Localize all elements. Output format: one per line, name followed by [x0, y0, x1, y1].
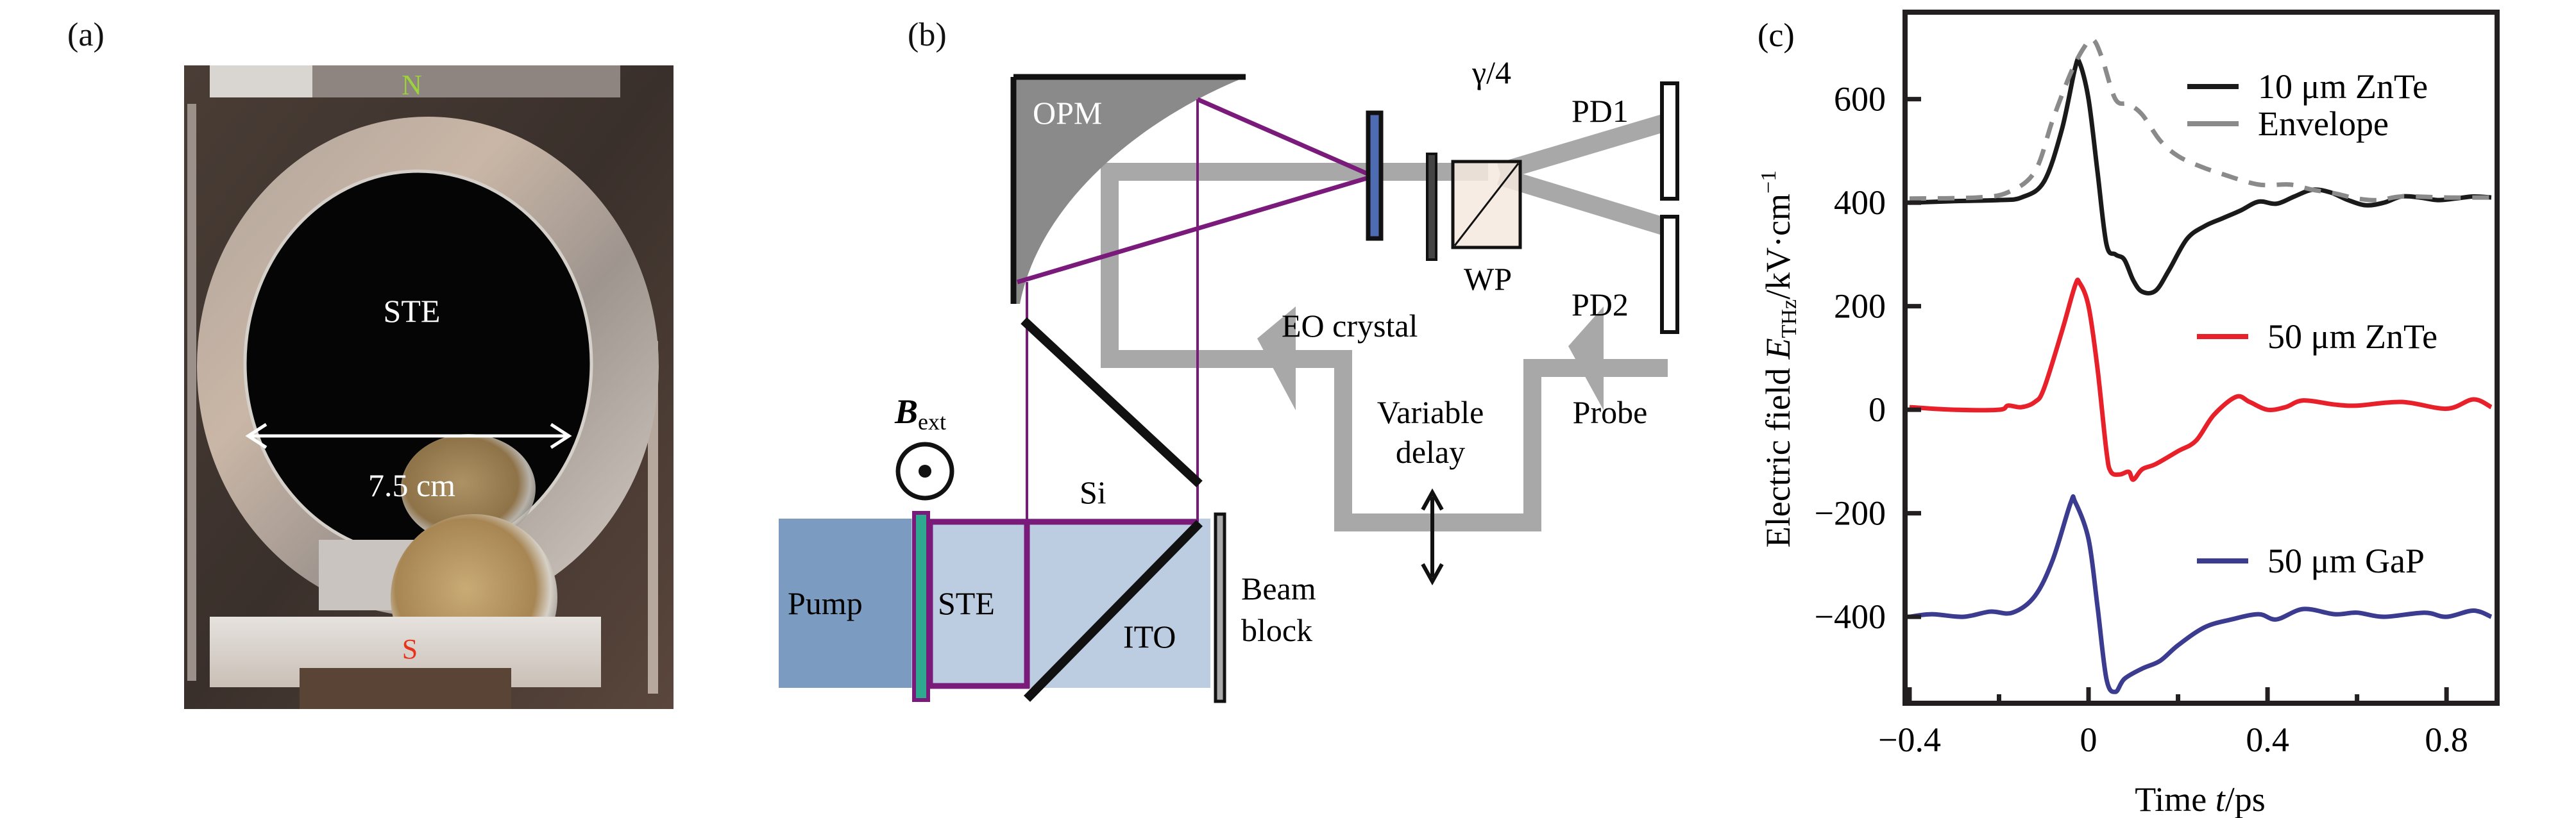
legend-label-2: 50 μm ZnTe: [2267, 317, 2437, 356]
panel-b-label: (b): [908, 17, 947, 53]
photodiode-2: [1660, 215, 1679, 334]
plot-frame: [1902, 10, 2500, 706]
beam-block: [1214, 512, 1226, 703]
ito-label: ITO: [1123, 619, 1176, 655]
qwp-label: γ/4: [1471, 54, 1511, 90]
x-tick-label: 0.4: [2246, 721, 2289, 759]
y-axis-label: Electric field ETHz/kV·cm−1: [1757, 171, 1801, 547]
series-line-2: [1909, 278, 2493, 482]
ito-window: [1024, 520, 1203, 702]
series-line-1: [1909, 37, 2491, 203]
series-line-0: [1909, 57, 2492, 296]
x-tick-label: 0: [2080, 721, 2097, 759]
ste-label: STE: [384, 293, 441, 329]
y-tick-label: 0: [1868, 390, 1886, 429]
pump-label: Pump: [788, 585, 863, 621]
series-line-3: [1909, 494, 2493, 694]
thz-waveform-chart: (c) −400 −200 0 200 400 600 −0.4 0 0.4 0.8 10 μm …: [1757, 10, 2500, 818]
beam-block-label-line2: block: [1241, 612, 1312, 648]
legend-label-1: Envelope: [2258, 104, 2389, 143]
setup-diagram: OPM Bext γ/4 PD1 PD2 WP EO crystal Si Va…: [779, 54, 1679, 703]
size-arrow-left-head: [245, 422, 267, 449]
si-label: Si: [1080, 474, 1106, 510]
probe-arrow-1: [1257, 306, 1296, 410]
photodiode-1: [1660, 81, 1679, 201]
y-tick-label: −400: [1815, 597, 1886, 636]
y-tick-label: 600: [1834, 80, 1886, 119]
north-pole-label: N: [402, 69, 422, 101]
size-arrow-right-head: [550, 422, 572, 449]
legend-label-0: 10 μm ZnTe: [2258, 67, 2428, 106]
ste-emitter: [912, 511, 930, 702]
ste-photo: STE 7.5 cm N S: [184, 65, 674, 709]
magnet-north-pole: [312, 65, 620, 97]
bfield-label: Bext: [894, 392, 946, 435]
bfield-dot: [919, 465, 931, 478]
size-label: 7.5 cm: [368, 467, 455, 503]
x-tick-label: 0.8: [2425, 721, 2468, 759]
opm-mirror: [1013, 77, 1246, 304]
south-pole-label: S: [402, 633, 418, 665]
probe-beam: [1101, 113, 1671, 531]
delay-label-line1: Variable: [1377, 394, 1484, 430]
probe-label: Probe: [1573, 394, 1648, 430]
ticks-layer: −400 −200 0 200 400 600 −0.4 0 0.4 0.8: [1815, 80, 2468, 759]
left-rod: [187, 104, 196, 681]
bfield-out-of-plane-icon: [895, 442, 954, 501]
y-tick-label: 200: [1834, 287, 1886, 326]
wollaston-split-line: [1453, 163, 1520, 246]
x-tick-label: −0.4: [1878, 721, 1941, 759]
magnet-south-pole: [300, 668, 511, 709]
wp-label: WP: [1464, 261, 1512, 297]
pd2-label: PD2: [1572, 287, 1629, 322]
pd1-label: PD1: [1572, 93, 1629, 129]
opm-label: OPM: [1033, 95, 1102, 131]
eo-crystal-label: EO crystal: [1282, 308, 1418, 344]
probe-arrow-2: [1568, 306, 1604, 410]
y-tick-label: 400: [1834, 183, 1886, 222]
legend-label-3: 50 μm GaP: [2267, 542, 2425, 580]
ste-beam-label: STE: [938, 585, 995, 621]
x-axis-label: Time t/ps: [2135, 780, 2266, 818]
beam-block-label-line1: Beam: [1241, 571, 1316, 606]
delay-label-line2: delay: [1396, 434, 1465, 470]
series-layer: [1909, 37, 2493, 694]
quarter-wave-plate: [1426, 153, 1437, 261]
panel-c-label: (c): [1758, 17, 1795, 54]
panel-a-label: (a): [67, 17, 105, 53]
eo-crystal: [1366, 110, 1384, 241]
opm-edge: [1010, 74, 1246, 304]
pump-beam: [779, 519, 911, 688]
si-wafer: [1021, 317, 1203, 488]
y-tick-label: −200: [1815, 494, 1886, 533]
coin-back: [401, 434, 536, 543]
